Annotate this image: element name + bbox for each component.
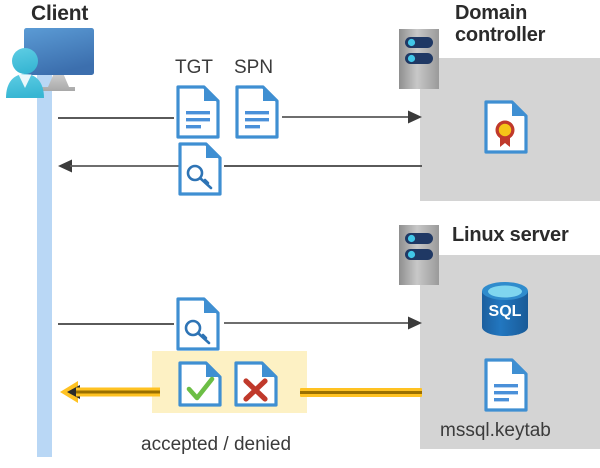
- text-document-icon-spn: [235, 85, 279, 139]
- sql-database-label: SQL: [489, 303, 522, 320]
- flow-arrow-request-tgt-spn: [282, 108, 422, 126]
- spn-label: SPN: [234, 57, 274, 78]
- flow-arrow-present-ticket: [224, 314, 422, 332]
- tgt-label: TGT: [175, 57, 213, 78]
- key-document-icon-ticket-1: [178, 142, 222, 196]
- text-document-icon-keytab: [484, 358, 528, 412]
- page-title-client: Client: [31, 2, 89, 25]
- page-title-linux-server: Linux server: [452, 224, 569, 246]
- flow-arrow-auth-result-head: [56, 379, 160, 405]
- accepted-denied-label: accepted / denied: [141, 434, 292, 455]
- text-document-icon-tgt: [176, 85, 220, 139]
- auth-result-highlight: [152, 351, 307, 413]
- server-rack-icon-domain-controller: [398, 28, 440, 90]
- server-rack-icon-linux-server: [398, 224, 440, 286]
- client-lifeline: [37, 75, 52, 457]
- key-document-icon-ticket-2: [176, 297, 220, 351]
- certificate-document-icon: [484, 100, 528, 154]
- domain-controller-title-line1: Domain: [455, 2, 528, 24]
- flow-line-present-left: [58, 323, 174, 325]
- flow-line-auth-result-right: [300, 387, 422, 397]
- domain-controller-title-line2: controller: [455, 24, 546, 47]
- flow-line-request-left: [58, 117, 174, 119]
- page-title-domain-controller: Domain controller: [455, 2, 600, 47]
- flow-arrow-return-service-ticket: [58, 157, 180, 175]
- check-document-icon-accepted: [178, 361, 222, 407]
- client-workstation-icon: [4, 26, 100, 102]
- sql-database-icon: SQL: [478, 280, 532, 338]
- keytab-filename-label: mssql.keytab: [440, 420, 551, 441]
- cross-document-icon-denied: [234, 361, 278, 407]
- flow-line-return-right: [224, 165, 422, 167]
